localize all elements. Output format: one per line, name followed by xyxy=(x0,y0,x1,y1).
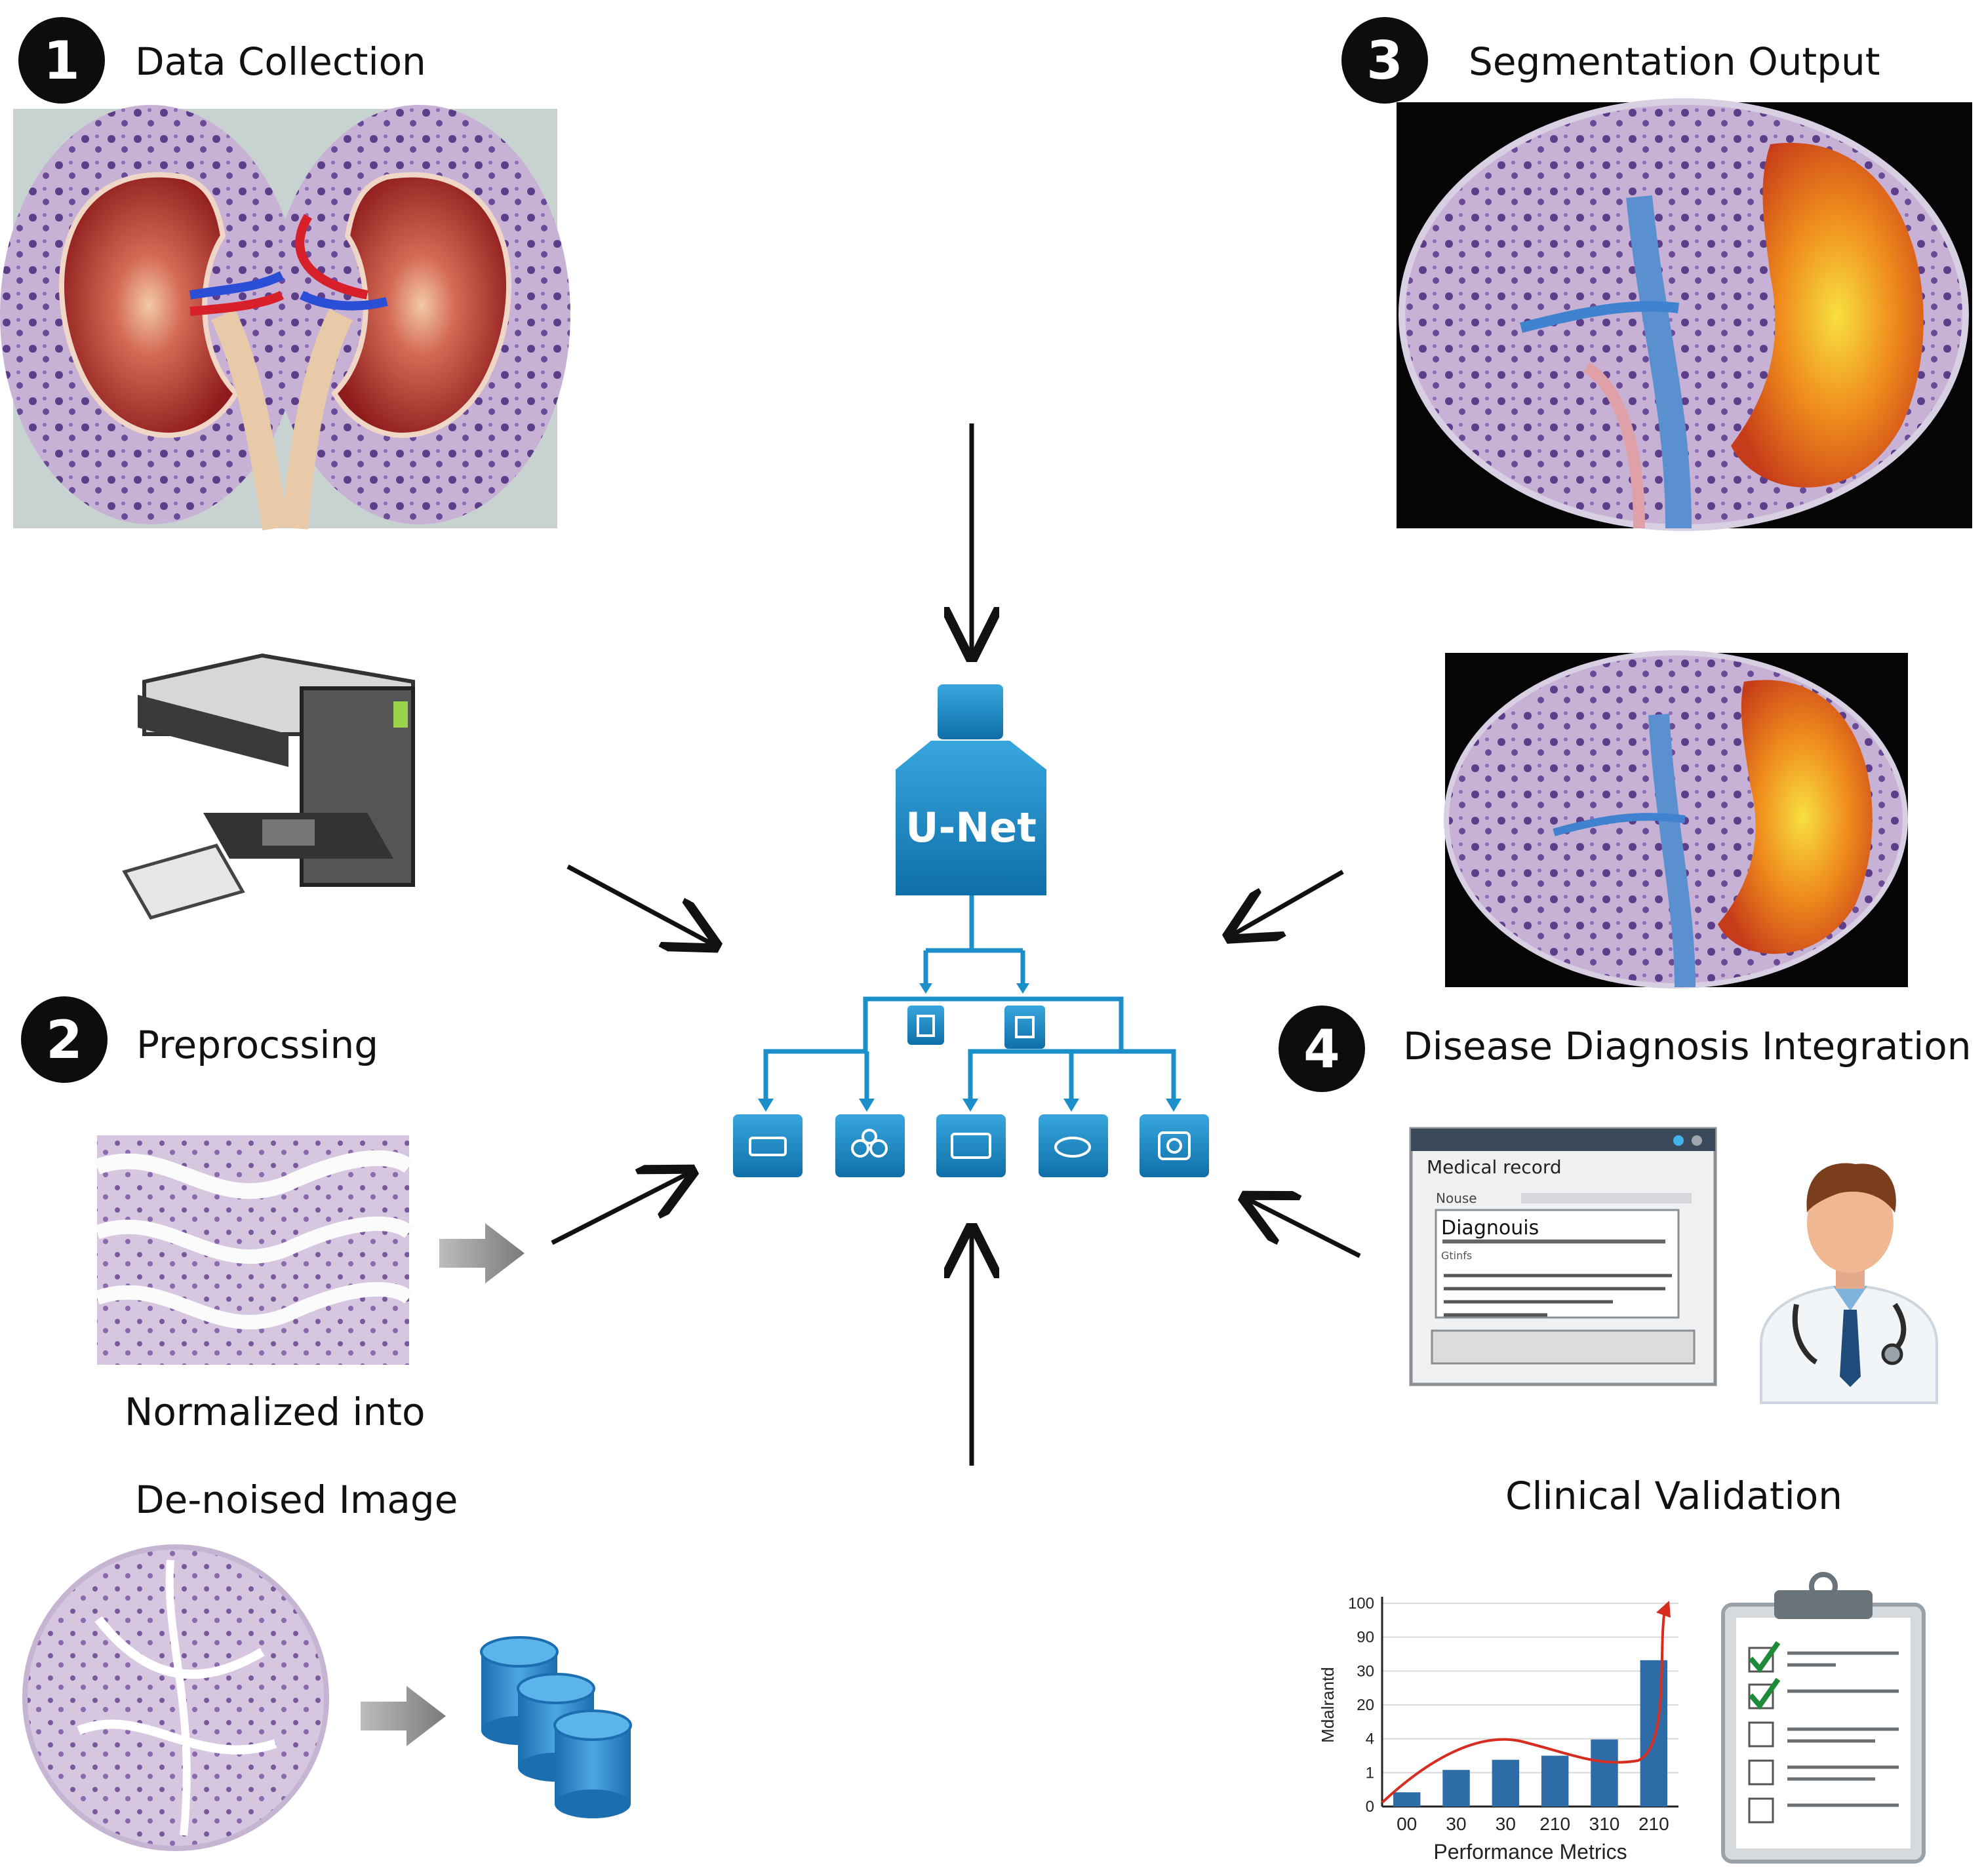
medical-record-field: Nouse xyxy=(1436,1190,1477,1206)
trend-arrowhead xyxy=(1656,1601,1671,1618)
step-4-badge: 4 xyxy=(1279,1006,1365,1092)
step-4-title: Disease Diagnosis Integration xyxy=(1403,1024,1972,1068)
denoised-caption: De-noised Image xyxy=(135,1477,458,1522)
y-tick-label: 90 xyxy=(1357,1629,1374,1647)
node-glyphs xyxy=(749,1015,1191,1160)
doctor-avatar xyxy=(1760,1163,1938,1404)
gray-arrow-2 xyxy=(361,1686,446,1746)
normalized-caption: Normalized into xyxy=(125,1390,426,1434)
checklist-clipboard xyxy=(1721,1572,1926,1864)
step-1-badge: 1 xyxy=(18,17,105,104)
step-2-badge: 2 xyxy=(21,996,108,1083)
x-tick-label: 30 xyxy=(1496,1814,1516,1834)
y-tick-label: 20 xyxy=(1357,1696,1374,1714)
arrow-left-upper xyxy=(566,864,712,944)
bar xyxy=(1640,1660,1668,1807)
y-tick-label: 100 xyxy=(1348,1595,1374,1612)
medical-record-diagnosis: Diagnouis xyxy=(1441,1217,1539,1240)
y-tick-label: 0 xyxy=(1366,1798,1374,1816)
unet-label: U-Net xyxy=(905,804,1037,851)
step-3-badge: 3 xyxy=(1341,17,1428,104)
arrow-right-upper xyxy=(1233,869,1344,935)
segmentation-output-image xyxy=(1397,98,1972,531)
x-tick-label: 210 xyxy=(1638,1814,1669,1834)
medical-record-window xyxy=(1409,1127,1717,1386)
trend-line xyxy=(1381,1607,1667,1804)
bar xyxy=(1541,1755,1569,1807)
clinical-validation-caption: Clinical Validation xyxy=(1505,1474,1842,1518)
step-3-title: Segmentation Output xyxy=(1469,39,1880,84)
x-tick-label: 310 xyxy=(1589,1814,1620,1834)
connector-arrowheads xyxy=(758,983,1181,1112)
y-tick-label: 30 xyxy=(1357,1662,1374,1680)
network-connectors xyxy=(763,895,1176,1108)
arrow-left-lower xyxy=(551,1173,688,1245)
unet-block xyxy=(896,684,1046,895)
x-tick-label: 210 xyxy=(1539,1814,1570,1834)
database-icon xyxy=(480,1636,632,1818)
scanner-illustration xyxy=(122,653,415,920)
medical-record-title: Medical record xyxy=(1427,1156,1562,1178)
bar xyxy=(1442,1770,1470,1807)
segmentation-overlay-image xyxy=(1444,650,1908,988)
x-tick-label: 30 xyxy=(1446,1814,1466,1834)
step-1-title: Data Collection xyxy=(135,39,426,84)
y-tick-label: 4 xyxy=(1366,1730,1374,1748)
denoised-tissue-image xyxy=(22,1544,329,1851)
bar xyxy=(1492,1759,1520,1807)
y-axis-label: Mdalrantd xyxy=(1318,1667,1338,1743)
bar xyxy=(1591,1739,1618,1807)
medical-record-sub: Gtinfs xyxy=(1441,1249,1473,1262)
preprocessed-tissue-image xyxy=(94,1135,414,1365)
gray-arrow-1 xyxy=(439,1223,525,1283)
arrow-right-lower xyxy=(1248,1200,1361,1259)
bar xyxy=(1393,1792,1421,1807)
x-tick-label: 00 xyxy=(1397,1814,1417,1834)
x-axis-label: Performance Metrics xyxy=(1433,1840,1627,1864)
kidney-histology-image xyxy=(0,105,570,531)
step-2-title: Preprocssing xyxy=(136,1023,379,1067)
y-tick-label: 1 xyxy=(1366,1764,1374,1782)
